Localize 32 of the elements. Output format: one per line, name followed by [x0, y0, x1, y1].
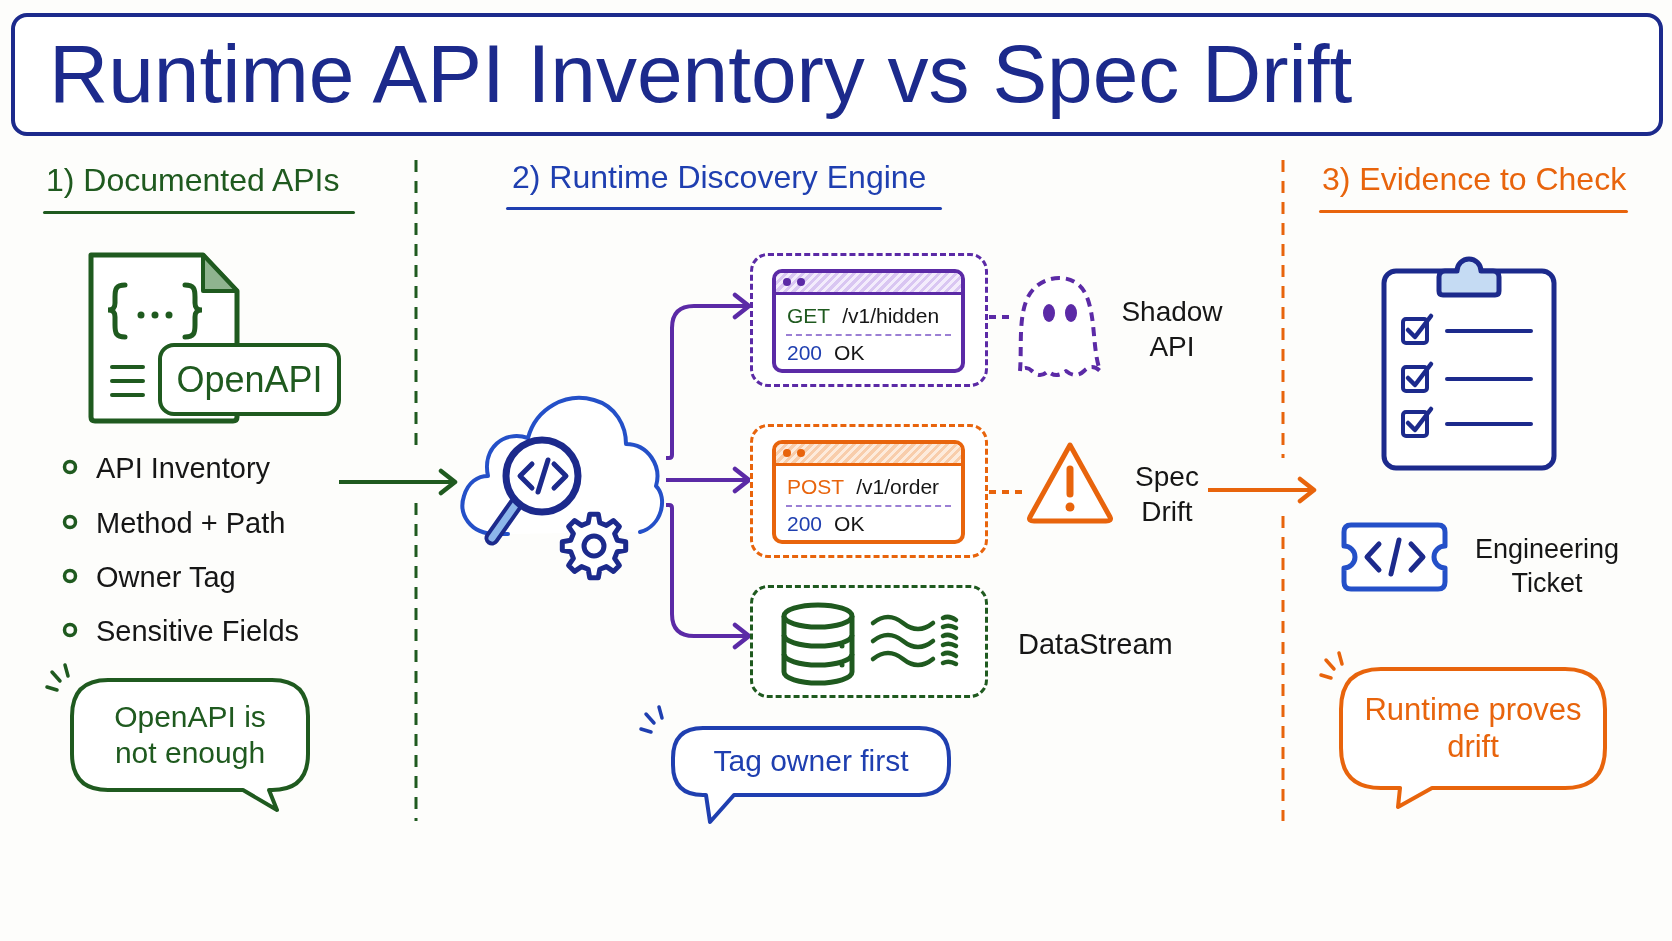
bubble-text: OpenAPI is not enough [113, 699, 267, 771]
icon-caption: Engineering Ticket [1473, 533, 1621, 600]
bubble-text: Tag owner first [712, 743, 910, 779]
section-heading: 1) Documented APIs [46, 161, 340, 200]
arrow [1208, 476, 1317, 504]
endpoint-path: /v1/hidden [842, 303, 940, 328]
status-text: OK [834, 340, 865, 365]
icon-caption: Spec Drift [1134, 460, 1200, 529]
section-heading: 3) Evidence to Check [1322, 160, 1627, 199]
arrow [666, 466, 752, 494]
arrow [666, 292, 752, 460]
list-item: API Inventory [96, 451, 271, 486]
icon-caption: Shadow API [1120, 295, 1224, 364]
title: Runtime API Inventory vs Spec Drift [49, 27, 1353, 121]
list-item: Owner Tag [96, 560, 236, 595]
http-method: POST [787, 474, 845, 499]
icon-caption: DataStream [1018, 627, 1173, 662]
arrow [339, 468, 458, 496]
bubble-text: Runtime proves drift [1363, 691, 1583, 765]
dashed-connector [989, 490, 1025, 494]
badge: OpenAPI [158, 343, 341, 416]
status-code: 200 [787, 340, 823, 365]
dashed-card [750, 253, 988, 387]
arrow [666, 503, 752, 650]
list-item: Sensitive Fields [96, 614, 300, 649]
http-method: GET [787, 303, 831, 328]
status-text: OK [834, 511, 865, 536]
status-code: 200 [787, 511, 823, 536]
endpoint-path: /v1/order [856, 474, 940, 499]
dashed-card [750, 424, 988, 558]
list-item: Method + Path [96, 506, 286, 541]
section-heading: 2) Runtime Discovery Engine [512, 158, 927, 197]
